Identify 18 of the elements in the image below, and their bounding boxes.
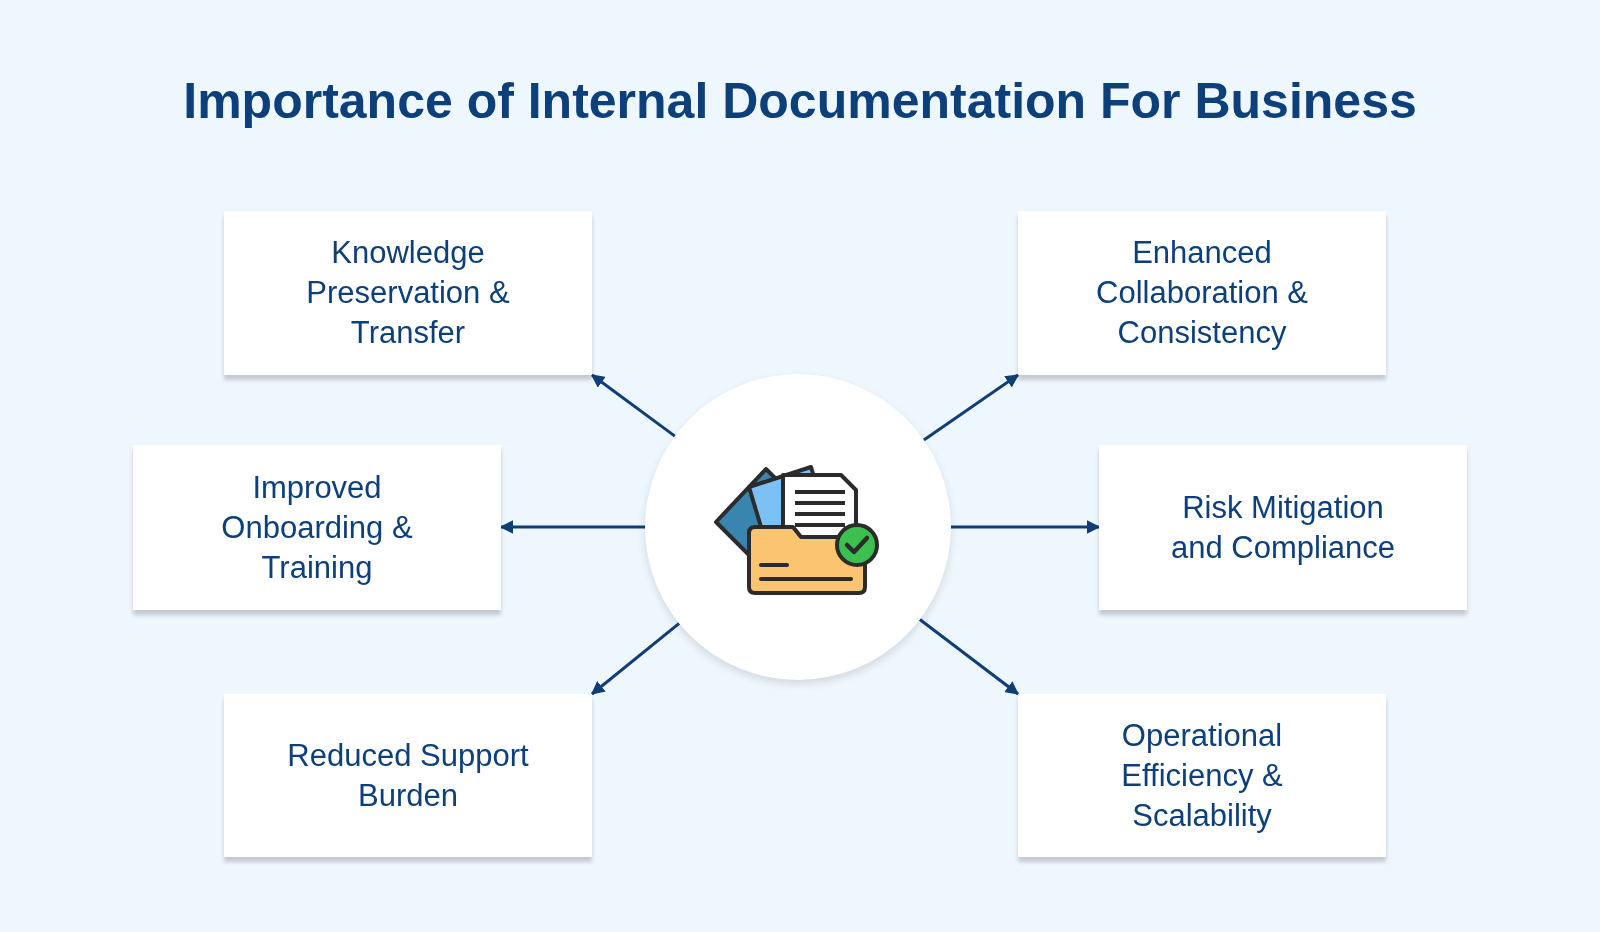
benefit-box [224,694,592,857]
benefit-box [1018,211,1386,375]
arrow [951,520,1101,534]
benefit-text: Improved Onboarding & Training [220,468,414,587]
benefit-text: Knowledge Preservation & Transfer [305,234,511,352]
benefit-box [224,211,592,375]
benefit-text: Reduced Support Burden [286,736,530,815]
benefit-text: Enhanced Collaboration & Consistency [1095,234,1309,352]
benefit-box [133,445,501,610]
arrow [923,373,1020,442]
benefit-box [1018,694,1386,857]
benefit-text: Operational Efficiency & Scalability [1120,716,1284,835]
arrow [590,622,681,696]
benefit-box [1099,445,1467,610]
arrow [918,618,1020,696]
title: Importance of Internal Documentation For Business [182,72,1418,130]
benefit-text: Risk Mitigation and Compliance [1170,488,1396,567]
arrow [590,373,676,438]
